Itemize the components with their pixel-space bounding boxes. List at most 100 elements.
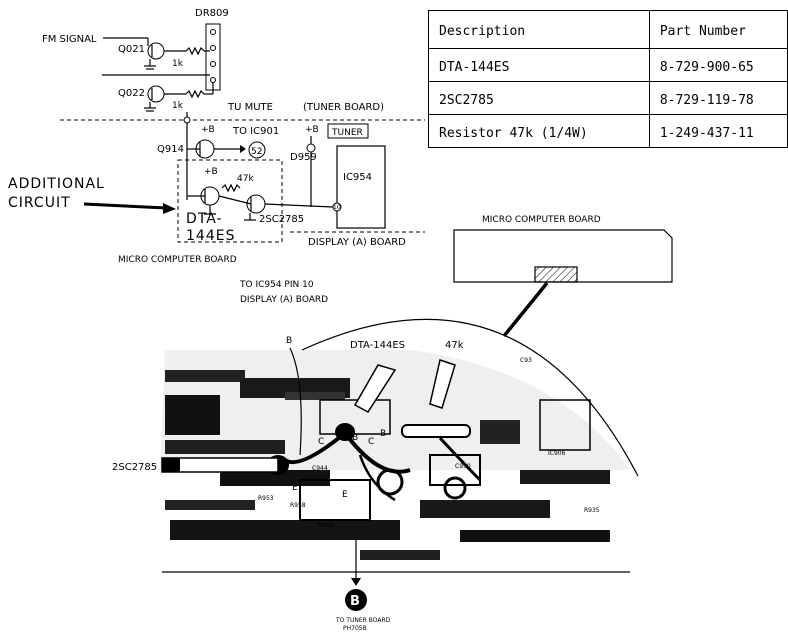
r47k-board-label: 47k [445, 340, 464, 351]
plus-b-1: +B [201, 125, 215, 135]
sc-board-label: 2SC2785 [112, 462, 157, 473]
r47k-label: 47k [237, 174, 254, 184]
to-ic954-line2: DISPLAY (A) BOARD [240, 295, 328, 305]
pcb-trace [360, 550, 440, 560]
wire-loop [376, 468, 404, 496]
table-header-row: Description Part Number [428, 10, 788, 49]
q021-label: Q021 [118, 44, 145, 55]
connector-pin [210, 29, 216, 35]
pcb-mark: B [352, 433, 358, 443]
parts-table: Description Part Number DTA-144ES 8-729-… [428, 10, 788, 148]
to-ic954-line1: TO IC954 PIN 10 [239, 280, 314, 290]
pcb-trace [480, 420, 520, 444]
mc-board-label: MICRO COMPUTER BOARD [482, 215, 601, 225]
tuner-badge [327, 123, 369, 139]
pcb-mark: B [380, 429, 386, 439]
q914-label: Q914 [157, 144, 184, 155]
pcb-trace [165, 395, 220, 435]
cell-part-number: 8-729-900-65 [648, 48, 788, 82]
arrow-icon [240, 145, 246, 153]
pcb-mark: E [292, 483, 298, 493]
board-outline: MICRO COMPUTER BOARD [453, 215, 673, 338]
tu-mute-junction [183, 116, 191, 124]
column-header-description: Description [428, 10, 650, 49]
jumper-wire [283, 431, 347, 465]
dta-label-line1: DTA- [186, 211, 223, 227]
d959-led [306, 143, 316, 153]
wire-loop [443, 476, 467, 500]
to-ic901-label: TO IC901 [232, 126, 279, 137]
ic954-label: IC954 [343, 172, 372, 183]
connector-pin [210, 45, 216, 51]
column-header-part-number: Part Number [648, 10, 788, 49]
dta-label-line2: 144ES [186, 228, 235, 244]
tu-mute-label: TU MUTE [227, 102, 273, 113]
plus-b-2: +B [305, 125, 319, 135]
probe-pointer [353, 364, 397, 413]
pin-52-label: 52 [251, 147, 262, 157]
pcb-trace [165, 440, 285, 454]
r1-resistor [185, 46, 205, 56]
additional-circuit-line2: CIRCUIT [8, 195, 71, 211]
fm-signal-label: FM SIGNAL [42, 34, 97, 45]
detail-pointer [502, 281, 549, 338]
cell-part-number: 1-249-437-11 [648, 114, 788, 148]
table-row: DTA-144ES 8-729-900-65 [428, 48, 788, 82]
pcb-trace [460, 530, 610, 542]
pcb-trace [285, 392, 345, 400]
r47k-part [401, 424, 471, 438]
connector-pin [210, 61, 216, 67]
pcb-trace [170, 520, 400, 540]
q021-transistor [147, 42, 165, 60]
pcb-trace [220, 470, 330, 486]
sc2785-label: 2SC2785 [259, 214, 304, 225]
pcb-detail: C B C B E E C944 C93 R935 IC906 R953 R95… [112, 280, 639, 632]
pcb-mark: R935 [584, 507, 600, 514]
cell-part-number: 8-729-119-78 [648, 81, 788, 115]
dta-board-label: DTA-144ES [350, 340, 405, 351]
to-tuner-line2: PH705B [343, 625, 367, 632]
r2-resistor [185, 89, 205, 99]
pcb-mark: R953 [258, 495, 274, 502]
pcb-mark: R956 [318, 522, 334, 529]
cell-description: DTA-144ES [428, 48, 650, 82]
pcb-trace [539, 399, 591, 451]
d959-label: D959 [290, 152, 317, 163]
ic954-chip [336, 145, 386, 229]
callout-arrow [83, 202, 167, 210]
pcb-trace [165, 370, 245, 382]
jumper-wire [343, 431, 411, 474]
sc-to-ic-wire [264, 203, 334, 208]
arrow-icon [351, 578, 361, 586]
pcb-trace [520, 470, 610, 484]
point-b-label: B [286, 336, 292, 346]
detail-area-marker [534, 266, 578, 283]
pcb-trace [165, 500, 255, 510]
sc-lead-tip [162, 458, 180, 472]
dta-to-sc-wire [218, 195, 252, 205]
to-tuner-line1: TO TUNER BOARD [335, 617, 391, 624]
connector-label: DR809 [195, 8, 229, 19]
r1-label: 1k [172, 59, 184, 69]
jumper-wire [438, 436, 482, 482]
pcb-trace [319, 399, 391, 435]
arrow-icon [163, 203, 176, 214]
point-b-circle-label: B [350, 594, 360, 609]
table-row: 2SC2785 8-729-119-78 [428, 81, 788, 115]
jumper-wire [358, 454, 396, 502]
display-board-label: DISPLAY (A) BOARD [308, 237, 406, 248]
pcb-mark: C950 [455, 463, 471, 470]
pcb-mark: C [368, 437, 374, 447]
pcb-trace [420, 500, 550, 518]
micro-board-label: MICRO COMPUTER BOARD [118, 255, 237, 265]
tuner-board-label: (TUNER BOARD) [303, 102, 384, 113]
cell-description: 2SC2785 [428, 81, 650, 115]
pcb-trace [299, 479, 371, 521]
pin-52-marker [248, 141, 266, 159]
q022-transistor [147, 85, 165, 103]
pin-10-label: 10 [333, 204, 341, 211]
r2-label: 1k [172, 101, 184, 111]
r47k-resistor [221, 183, 241, 193]
pcb-mark: C93 [520, 357, 532, 364]
